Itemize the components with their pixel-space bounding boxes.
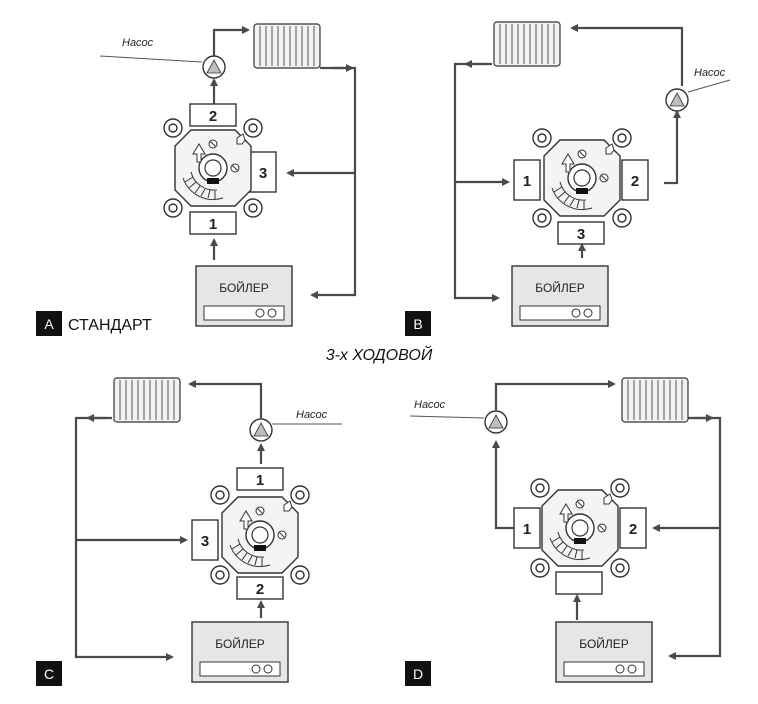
port-label-a-right: 3 [259, 165, 267, 182]
radiator-icon [621, 377, 689, 423]
boiler-icon [511, 265, 609, 327]
scheme-b: 1 2 3 Насос БОЙЛЕР B [405, 21, 731, 336]
port-label-b-left: 1 [523, 173, 531, 190]
center-caption: 3-х ХОДОВОЙ [326, 345, 433, 364]
pump-label: Насос [296, 409, 328, 421]
boiler-icon [555, 621, 653, 683]
pump-label: Насос [414, 399, 446, 411]
radiator-icon [493, 21, 561, 67]
scheme-tag-box [36, 311, 62, 336]
pump-icon [249, 418, 273, 442]
boiler-label: БОЙЛЕР [535, 280, 585, 295]
pump-icon [202, 55, 226, 79]
port-label-c-bottom: 2 [256, 581, 264, 598]
port-label-a-bottom: 1 [209, 216, 217, 233]
scheme-tag: C [44, 666, 54, 682]
pump-label: Насос [694, 67, 726, 79]
scheme-d: 1 2 Насос БОЙЛЕР D [405, 377, 722, 686]
pump-label: Насос [122, 37, 154, 49]
scheme-tag-box [405, 311, 431, 336]
radiator-icon [253, 23, 321, 69]
radiator-icon [113, 377, 181, 423]
boiler-icon [195, 265, 293, 327]
port-label-d-right: 2 [629, 521, 637, 538]
port-label-d-left: 1 [523, 521, 531, 538]
port-label-a-top: 2 [209, 108, 217, 125]
scheme-tag: D [413, 666, 423, 682]
port-label-c-left: 3 [201, 533, 209, 550]
scheme-a: 2 3 1 Насос БОЙЛЕР A СТАНДАРТ [36, 23, 357, 336]
scheme-tag-box [405, 661, 431, 686]
scheme-tag: B [413, 316, 422, 332]
pump-icon [665, 88, 689, 112]
boiler-icon [191, 621, 289, 683]
scheme-tag-box [36, 661, 62, 686]
scheme-c: 1 3 2 Насос БОЙЛЕР C [36, 377, 342, 686]
boiler-label: БОЙЛЕР [215, 636, 265, 651]
port-label-c-top: 1 [256, 472, 264, 489]
port-label-b-bottom: 3 [577, 226, 585, 243]
pump-icon [484, 410, 508, 434]
port-label-b-right: 2 [631, 173, 639, 190]
boiler-label: БОЙЛЕР [579, 636, 629, 651]
scheme-caption: СТАНДАРТ [68, 317, 152, 334]
scheme-tag: A [44, 316, 54, 332]
boiler-label: БОЙЛЕР [219, 280, 269, 295]
